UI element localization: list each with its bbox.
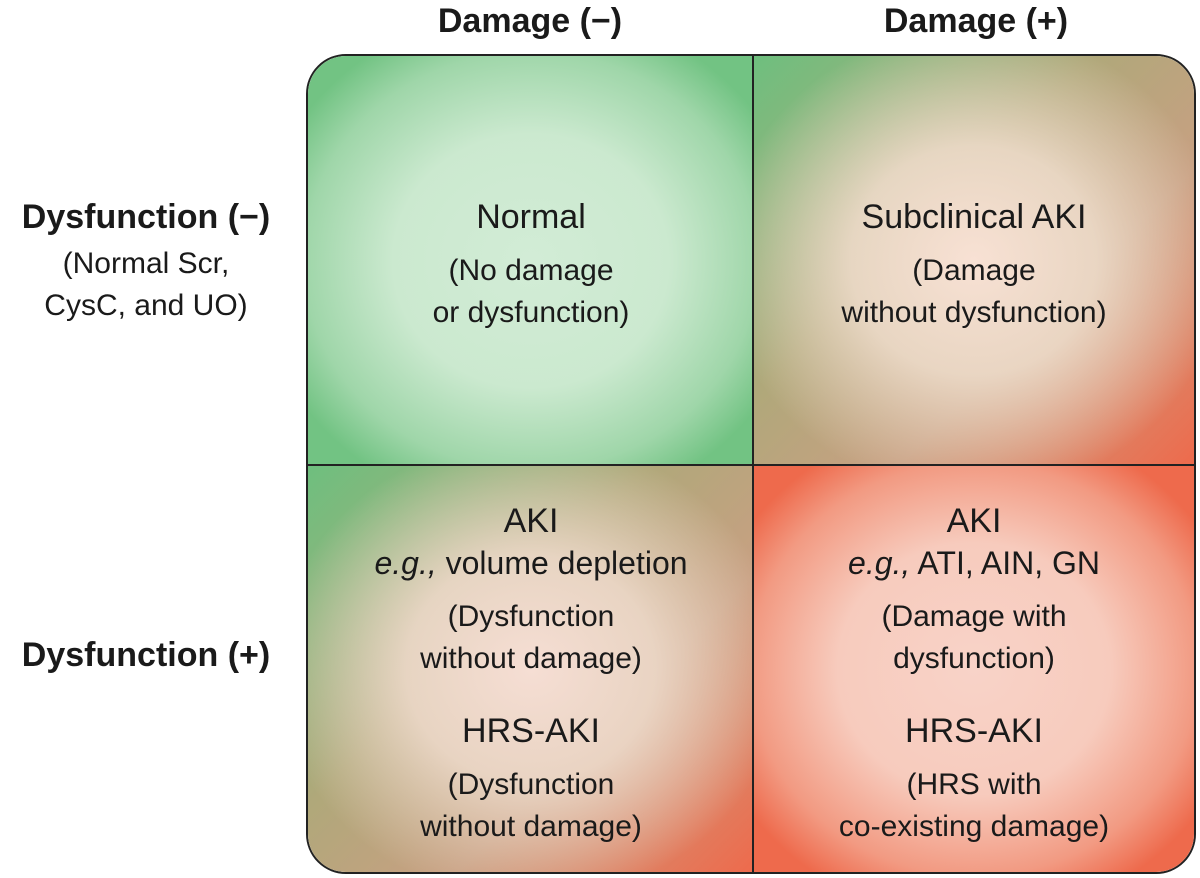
cell-description-line-1: (No damage: [448, 254, 614, 287]
cell-description-line-3: (Dysfunction: [447, 768, 615, 801]
cell-subclinical-aki: Subclinical AKI (Damage without dysfunct…: [754, 56, 1194, 466]
cell-aki-dysfunction-without-damage: AKI e.g., volume depletion (Dysfunction …: [308, 466, 754, 872]
column-header-damage-negative: Damage (−): [437, 2, 623, 40]
cell-background: [754, 466, 1194, 872]
example-prefix: e.g.,: [374, 545, 437, 581]
cell-aki-damage-with-dysfunction: AKI e.g., ATI, AIN, GN (Damage with dysf…: [754, 466, 1194, 872]
row-subtitle-line-2: CysC, and UO): [44, 289, 248, 322]
cell-description-line-3: (HRS with: [906, 768, 1042, 801]
example-text: ATI, AIN, GN: [910, 545, 1100, 581]
cell-content: AKI e.g., volume depletion (Dysfunction …: [308, 500, 754, 848]
cell-background: [308, 466, 754, 872]
row-title-dysfunction-negative: Dysfunction (−): [21, 198, 271, 236]
cell-description-line-4: without damage): [420, 810, 642, 843]
horizontal-divider: [308, 464, 1194, 466]
cell-description-line-2: without dysfunction): [841, 296, 1107, 329]
cell-background: [308, 56, 754, 466]
cell-background: [754, 56, 1194, 466]
cell-title-secondary: HRS-AKI: [905, 712, 1043, 750]
cell-description-line-4: co-existing damage): [838, 810, 1110, 843]
row-subtitle-line-1: (Normal Scr,: [62, 247, 230, 280]
cell-title: Subclinical AKI: [861, 198, 1087, 236]
cell-title-secondary: HRS-AKI: [462, 712, 600, 750]
cell-description-line-2: without damage): [420, 642, 642, 675]
row-header-dysfunction-negative: Dysfunction (−) (Normal Scr, CysC, and U…: [0, 198, 292, 327]
cell-title: AKI: [503, 502, 559, 540]
cell-content: Normal (No damage or dysfunction): [308, 196, 754, 334]
cell-description-line-2: or dysfunction): [432, 296, 630, 329]
cell-content: AKI e.g., ATI, AIN, GN (Damage with dysf…: [754, 500, 1194, 848]
cell-description-line-1: (Damage: [912, 254, 1036, 287]
cell-description-line-1: (Dysfunction: [447, 600, 615, 633]
cell-content: Subclinical AKI (Damage without dysfunct…: [754, 196, 1194, 334]
cell-example: e.g., ATI, AIN, GN: [754, 542, 1194, 584]
cell-title: AKI: [946, 502, 1002, 540]
cell-description-line-1: (Damage with: [881, 600, 1067, 633]
cell-normal: Normal (No damage or dysfunction): [308, 56, 754, 466]
cell-description-line-2: dysfunction): [893, 642, 1055, 675]
cell-example: e.g., volume depletion: [308, 542, 754, 584]
row-title-dysfunction-positive: Dysfunction (+): [21, 636, 271, 674]
row-header-dysfunction-positive: Dysfunction (+): [0, 636, 292, 675]
quadrant-grid: Normal (No damage or dysfunction) Subcli…: [306, 54, 1196, 874]
cell-title: Normal: [476, 198, 586, 236]
column-header-damage-positive: Damage (+): [883, 2, 1069, 40]
example-text: volume depletion: [436, 545, 688, 581]
example-prefix: e.g.,: [848, 545, 911, 581]
